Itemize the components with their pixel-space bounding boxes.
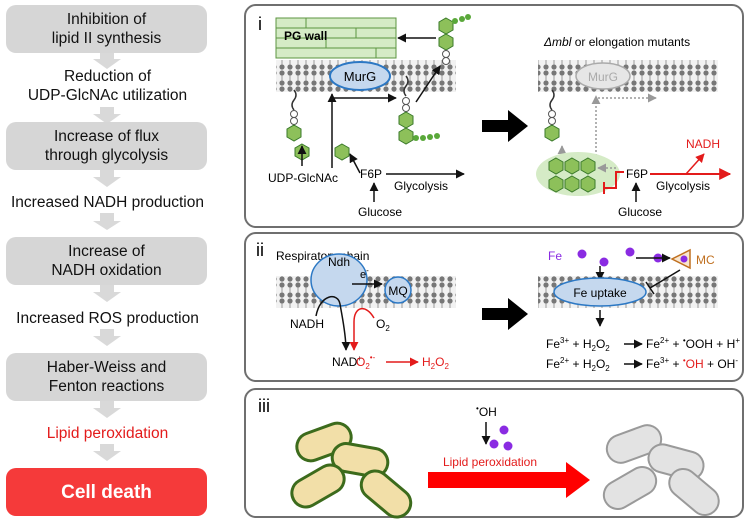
ndh-label: Ndh [328, 255, 350, 269]
oh-dot-1 [499, 425, 509, 435]
flow-step-nadh-oxidation: Increase of NADH oxidation [6, 237, 207, 285]
arrow-nadh-ndh [315, 295, 351, 351]
flow-arrow-1 [93, 52, 121, 69]
undecaprenyl-left [286, 89, 302, 142]
fe-label: Fe [548, 249, 562, 263]
murg-enzyme [329, 61, 391, 91]
murg-ghost-label: MurG [588, 70, 618, 84]
mc-label: MC [696, 253, 715, 267]
flow-step-cell-death: Cell death [6, 468, 207, 516]
panel-iii-label: iii [258, 396, 270, 416]
murg-label: MurG [344, 69, 377, 84]
fe-uptake-transporter [553, 277, 647, 307]
flow-step-fenton: Haber-Weiss and Fenton reactions [6, 353, 207, 401]
flow-step-lipid-peroxidation: Lipid peroxidation [46, 425, 169, 442]
mc-inhibition [649, 269, 681, 289]
oh-dot-2 [489, 439, 499, 449]
flow-arrow-3 [93, 170, 121, 187]
pg-wall [275, 17, 397, 59]
glycolysis-label: Glycolysis [394, 179, 448, 193]
oh-dot-3 [503, 441, 513, 451]
udp-glcnac-pool [536, 152, 620, 196]
pg-wall-label: PG wall [284, 29, 327, 43]
glycolysis-right-label: Glycolysis [656, 179, 710, 193]
arrow-o2-superoxide [349, 308, 375, 351]
dead-cell-3 [602, 466, 658, 511]
lipid-ii-out [438, 14, 471, 65]
udp-glcnac-pool-hexes [548, 157, 596, 193]
arrow-flip [415, 65, 441, 103]
mq-molecule [384, 276, 412, 304]
reaction-haber-weiss: Fe3+ + H2O2 Fe2+ + •OOH + H+ [546, 336, 740, 353]
arrow-nadh-red [685, 153, 705, 175]
fe-uptake-label: Fe uptake [573, 286, 627, 300]
healthy-bacteria [290, 421, 413, 519]
mq-label: MQ [388, 284, 407, 298]
panel-i-diagram: i PG wall MurG [258, 14, 732, 219]
flow-step-nadh-production: Increased NADH production [11, 194, 204, 211]
flow-step-glycolysis: Increase of flux through glycolysis [6, 122, 207, 170]
panel-iii: iii •OH Lipid peroxidation [244, 388, 744, 519]
h2o2-label: H2O2 [422, 355, 449, 371]
reaction-2-left: Fe2+ + H2O2 [546, 356, 610, 373]
panel-iii-diagram: iii •OH Lipid peroxidation [258, 396, 720, 519]
transition-arrow-ii [482, 298, 528, 330]
bacterium-3 [290, 463, 346, 509]
o2-label: O2 [376, 317, 390, 333]
panel-ii-label: ii [256, 240, 264, 260]
panel-ii: ii Respiratory chain Ndh MQ e- NADH NAD+… [244, 232, 744, 382]
fe-dot-3 [625, 247, 635, 257]
lipid-peroxidation-label: Lipid peroxidation [443, 455, 537, 469]
nadh-label: NADH [290, 317, 324, 331]
f6p-right-label: F6P [626, 167, 648, 181]
bacterium-4 [359, 469, 413, 519]
ndh-enzyme [310, 253, 368, 307]
reaction-1-left: Fe3+ + H2O2 [546, 336, 610, 353]
panel-i: i PG wall MurG [244, 4, 744, 228]
transition-arrow-i [482, 110, 528, 142]
murg-ghost [575, 62, 631, 90]
lipid-peroxidation-arrow [428, 462, 590, 498]
mc-fe-dot [680, 255, 688, 263]
mutant-title: Δmbl or elongation mutants [543, 35, 690, 49]
fe-dot-1 [577, 249, 587, 259]
reaction-1-right: Fe2+ + •OOH + H+ [646, 336, 740, 351]
mc-inhibition-bar [645, 281, 655, 295]
nad-label: NAD+ [332, 354, 362, 369]
f6p-label: F6P [360, 167, 382, 181]
flow-arrows [93, 52, 121, 461]
lipid-ii [398, 75, 440, 145]
flow-arrow-7 [93, 401, 121, 418]
reaction-2-right: Fe3+ + •OH + OH- [646, 356, 738, 371]
flow-arrow-4 [93, 213, 121, 230]
flow-step-lipid-ii: Inhibition of lipid II synthesis [6, 5, 207, 53]
flow-arrow-6 [93, 329, 121, 346]
panel-ii-diagram: ii Respiratory chain Ndh MQ e- NADH NAD+… [256, 240, 740, 373]
flow-arrow-5 [93, 285, 121, 302]
inhibition-red [604, 171, 624, 189]
dead-cell-4 [668, 468, 720, 516]
glucose-right-label: Glucose [618, 205, 662, 219]
udp-glcnac-label: UDP-GlcNAc [268, 171, 338, 185]
flow-arrow-2 [93, 107, 121, 124]
nadh-right-label: NADH [686, 137, 720, 151]
flow-arrow-8 [93, 444, 121, 461]
dead-bacteria [602, 424, 720, 516]
udp-glcnac-hex-2 [334, 143, 350, 161]
flow-step-udp-glcnac: Reduction of UDP-GlcNAc utilization [27, 68, 188, 104]
undecaprenyl-right [544, 89, 560, 142]
flow-step-ros-production: Increased ROS production [16, 310, 199, 327]
superoxide-label: O2•- [356, 353, 376, 371]
panel-i-label: i [258, 14, 262, 34]
reaction-fenton: Fe2+ + H2O2 Fe3+ + •OH + OH- [546, 356, 738, 373]
fe-dot-2 [599, 257, 609, 267]
hydroxyl-radical-label: •OH [476, 404, 497, 419]
bacterium-2 [330, 442, 390, 478]
flow-chart: Inhibition of lipid II synthesis Reducti… [0, 0, 240, 522]
glucose-label: Glucose [358, 205, 402, 219]
electron-label: e- [360, 266, 369, 281]
dead-cell-1 [605, 424, 663, 464]
arrow-f6p-to-hex [349, 153, 361, 174]
